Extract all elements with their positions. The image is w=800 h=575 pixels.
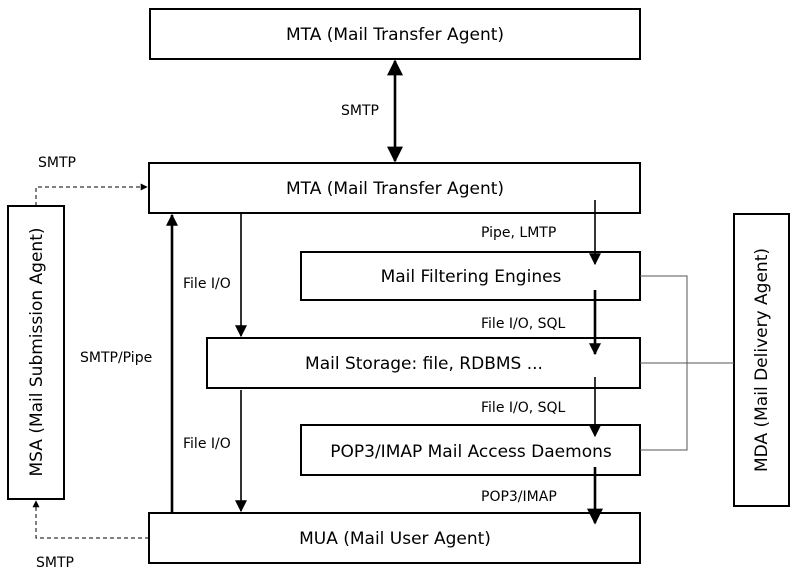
label-file-io-to-mua: File I/O — [183, 436, 231, 452]
box-mua: MUA (Mail User Agent) — [148, 512, 641, 564]
label-file-io-sql-2: File I/O, SQL — [481, 400, 566, 416]
box-mua-label: MUA (Mail User Agent) — [299, 529, 491, 549]
box-msa-label: MSA (Mail Submission Agent) — [27, 228, 47, 477]
box-mail-storage: Mail Storage: file, RDBMS ... — [206, 337, 641, 389]
box-pop3-imap: POP3/IMAP Mail Access Daemons — [300, 424, 641, 476]
box-mda: MDA (Mail Delivery Agent) — [733, 213, 790, 507]
label-smtp-mua-to-msa: SMTP — [36, 555, 74, 571]
arrow-msa-to-mta — [35, 183, 148, 206]
label-pop3-imap: POP3/IMAP — [481, 489, 557, 505]
box-msa: MSA (Mail Submission Agent) — [7, 205, 65, 500]
arrow-mua-to-msa — [32, 500, 149, 539]
mda-bracket — [640, 275, 734, 451]
label-smtp-msa-to-mta: SMTP — [38, 155, 76, 171]
label-file-io-to-storage: File I/O — [183, 276, 231, 292]
box-mta-main: MTA (Mail Transfer Agent) — [148, 162, 641, 214]
box-mda-label: MDA (Mail Delivery Agent) — [752, 248, 772, 472]
label-smtp-between-mta: SMTP — [341, 103, 379, 119]
box-mail-storage-label: Mail Storage: file, RDBMS ... — [305, 354, 543, 374]
box-mta-top-label: MTA (Mail Transfer Agent) — [286, 25, 504, 45]
box-mail-filtering-label: Mail Filtering Engines — [381, 267, 562, 287]
label-smtp-pipe: SMTP/Pipe — [80, 350, 152, 366]
box-mta-top: MTA (Mail Transfer Agent) — [149, 8, 641, 60]
box-pop3-imap-label: POP3/IMAP Mail Access Daemons — [330, 442, 612, 462]
box-mail-filtering: Mail Filtering Engines — [300, 251, 641, 301]
box-mta-main-label: MTA (Mail Transfer Agent) — [286, 179, 504, 199]
label-pipe-lmtp: Pipe, LMTP — [481, 225, 556, 241]
label-file-io-sql-1: File I/O, SQL — [481, 316, 566, 332]
